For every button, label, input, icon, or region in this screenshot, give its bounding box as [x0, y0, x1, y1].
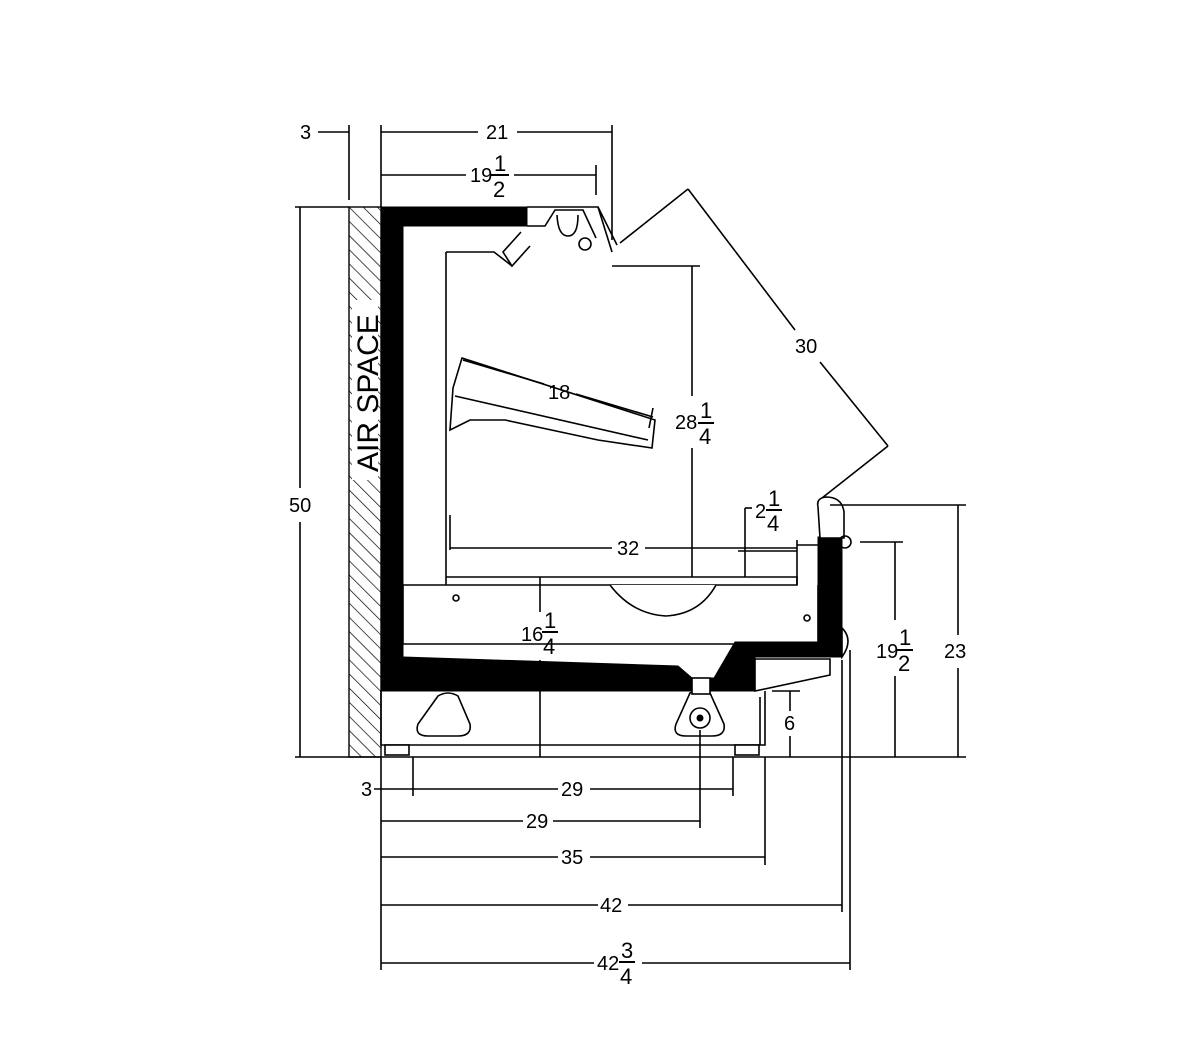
dim-front-height-num: 1 [899, 625, 911, 650]
dim-overall-height: 50 [289, 495, 311, 517]
dim-overall-depth-bumper-den: 4 [620, 964, 632, 989]
dim-base-depth: 35 [561, 847, 583, 869]
dim-front-height-whole: 19 [876, 641, 898, 663]
dim-front-height-den: 2 [898, 651, 910, 676]
dim-leg-span: 29 [561, 779, 583, 801]
dim-drain-depth: 29 [526, 811, 548, 833]
dim-shelf: 18 [548, 382, 570, 404]
air-space-label: AIR SPACE [352, 314, 385, 472]
dim-opening-height-whole: 28 [675, 412, 697, 434]
dim-top-inner-num: 1 [494, 151, 506, 176]
case-body [380, 206, 852, 758]
dim-deck-height-den: 4 [543, 634, 555, 659]
dim-deck-height-whole: 16 [521, 624, 543, 646]
dim-interior-depth: 32 [617, 538, 639, 560]
dim-front-overall-height: 23 [944, 641, 966, 663]
dim-rail-num: 1 [768, 486, 780, 511]
dim-overall-depth-bumper-num: 3 [621, 938, 633, 963]
dim-leg-offset: 3 [361, 779, 372, 801]
dim-opening-height-den: 4 [699, 424, 711, 449]
dim-opening-height-num: 1 [700, 398, 712, 423]
dim-top-inner-den: 2 [493, 177, 505, 202]
dimension-lines [295, 125, 966, 970]
dim-deck-height-num: 1 [544, 608, 556, 633]
dim-overall-depth-bumper-whole: 42 [597, 953, 619, 975]
dimension-labels: 3 21 19 1 2 30 18 28 1 4 50 2 1 4 32 16 … [289, 122, 966, 989]
dim-top-inner-whole: 19 [470, 165, 492, 187]
dim-overall-depth: 42 [600, 895, 622, 917]
wall-air-space: AIR SPACE [348, 206, 385, 758]
dim-rail-den: 4 [767, 511, 779, 536]
dim-air-space-width: 3 [300, 122, 311, 144]
dim-rail-whole: 2 [755, 501, 766, 523]
dim-base-height: 6 [784, 713, 795, 735]
dim-diagonal: 30 [795, 336, 817, 358]
dim-top-width: 21 [486, 122, 508, 144]
